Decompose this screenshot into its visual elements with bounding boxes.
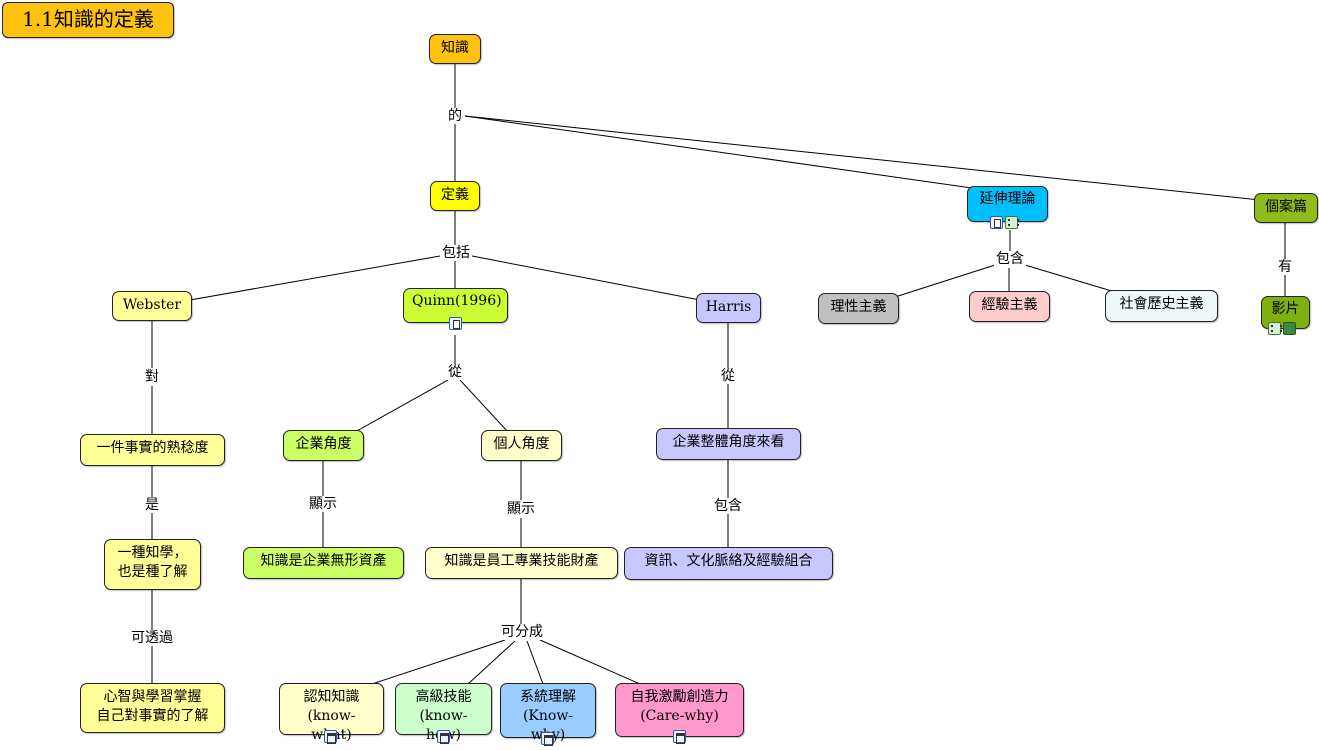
link-label-cong-harris: 從 <box>719 368 737 384</box>
node-knowhow[interactable]: 高級技能 (know-how) <box>395 683 492 743</box>
node-xinzhi[interactable]: 心智與學習掌握 自己對事實的了解 <box>80 683 225 733</box>
link-label-baohan-harris: 包含 <box>712 498 744 514</box>
yingpian-icons <box>1268 322 1296 335</box>
link-label-baokuo: 包括 <box>440 245 472 261</box>
link-label-ketouguo: 可透過 <box>129 630 175 646</box>
doc-icon[interactable] <box>990 216 1003 229</box>
line-kefencheng-carewhy <box>539 639 641 685</box>
node-zhixue[interactable]: 一種知學， 也是種了解 <box>104 539 201 590</box>
link-label-de: 的 <box>446 108 464 124</box>
link-label-you: 有 <box>1276 259 1294 275</box>
video-thumb-icon[interactable] <box>1283 322 1296 335</box>
node-zhishi[interactable]: 知識 <box>429 34 481 64</box>
link-label-xianshi-geren: 顯示 <box>505 501 537 517</box>
link-label-kefencheng: 可分成 <box>499 624 545 640</box>
yanshen-icons <box>990 216 1019 229</box>
knowwhy-icons <box>541 732 554 746</box>
map-title[interactable]: 1.1知識的定義 <box>2 2 174 38</box>
node-qiye-zhengti[interactable]: 企業整體角度來看 <box>656 428 801 460</box>
node-harris[interactable]: Harris <box>696 293 761 323</box>
knowwhat-icons <box>324 730 337 744</box>
tree-map-icon[interactable] <box>541 732 554 746</box>
node-knowwhy[interactable]: 系統理解 (Know-why) <box>500 683 596 743</box>
tree-map-icon[interactable] <box>673 730 686 744</box>
line-kefencheng-knowwhat <box>371 639 506 685</box>
node-carewhy[interactable]: 自我激勵創造力 (Care-why) <box>615 683 744 737</box>
line-baokuo-harris <box>471 255 701 301</box>
node-yuangong[interactable]: 知識是員工專業技能財產 <box>425 547 618 579</box>
node-gean[interactable]: 個案篇 <box>1254 193 1318 223</box>
film-icon[interactable] <box>1005 216 1019 229</box>
node-lixing[interactable]: 理性主義 <box>818 293 899 324</box>
node-qiye-jiaodu[interactable]: 企業角度 <box>283 430 364 461</box>
line-cong-qiye <box>354 379 449 433</box>
node-knowwhat[interactable]: 認知知識 (know-what) <box>279 683 384 743</box>
node-geren[interactable]: 個人角度 <box>481 430 562 461</box>
line-baohan-lixing <box>894 264 996 298</box>
film-icon[interactable] <box>1268 322 1282 335</box>
line-cong-geren <box>459 379 509 433</box>
knowhow-icons <box>437 730 450 744</box>
line-kefencheng-knowhow <box>467 640 516 685</box>
carewhy-icons <box>673 730 686 744</box>
link-label-shi: 是 <box>143 497 161 513</box>
tree-map-icon[interactable] <box>437 730 450 744</box>
line-de-yanshen <box>464 115 1001 193</box>
line-kefencheng-knowwhy <box>526 640 544 685</box>
node-zixun[interactable]: 資訊、文化脈絡及經驗組合 <box>624 547 833 580</box>
doc-icon[interactable] <box>449 317 462 330</box>
node-webster[interactable]: Webster <box>112 291 192 321</box>
link-label-dui: 對 <box>143 369 161 385</box>
link-label-baohan-yanshen: 包含 <box>994 251 1026 267</box>
link-label-xianshi-qiye: 顯示 <box>307 496 339 512</box>
line-baohan-shehui <box>1024 264 1116 293</box>
node-dingyi[interactable]: 定義 <box>430 181 480 211</box>
quinn-icons <box>449 317 462 330</box>
node-shehui[interactable]: 社會歷史主義 <box>1105 290 1218 322</box>
tree-map-icon[interactable] <box>324 730 337 744</box>
line-de-gean <box>464 115 1261 201</box>
node-jingyan[interactable]: 經驗主義 <box>969 291 1050 322</box>
line-baokuo-webster <box>189 255 441 301</box>
node-shishi[interactable]: 一件事實的熟稔度 <box>80 434 225 466</box>
link-label-cong-quinn: 從 <box>446 364 464 380</box>
node-wuxing[interactable]: 知識是企業無形資產 <box>243 547 404 579</box>
